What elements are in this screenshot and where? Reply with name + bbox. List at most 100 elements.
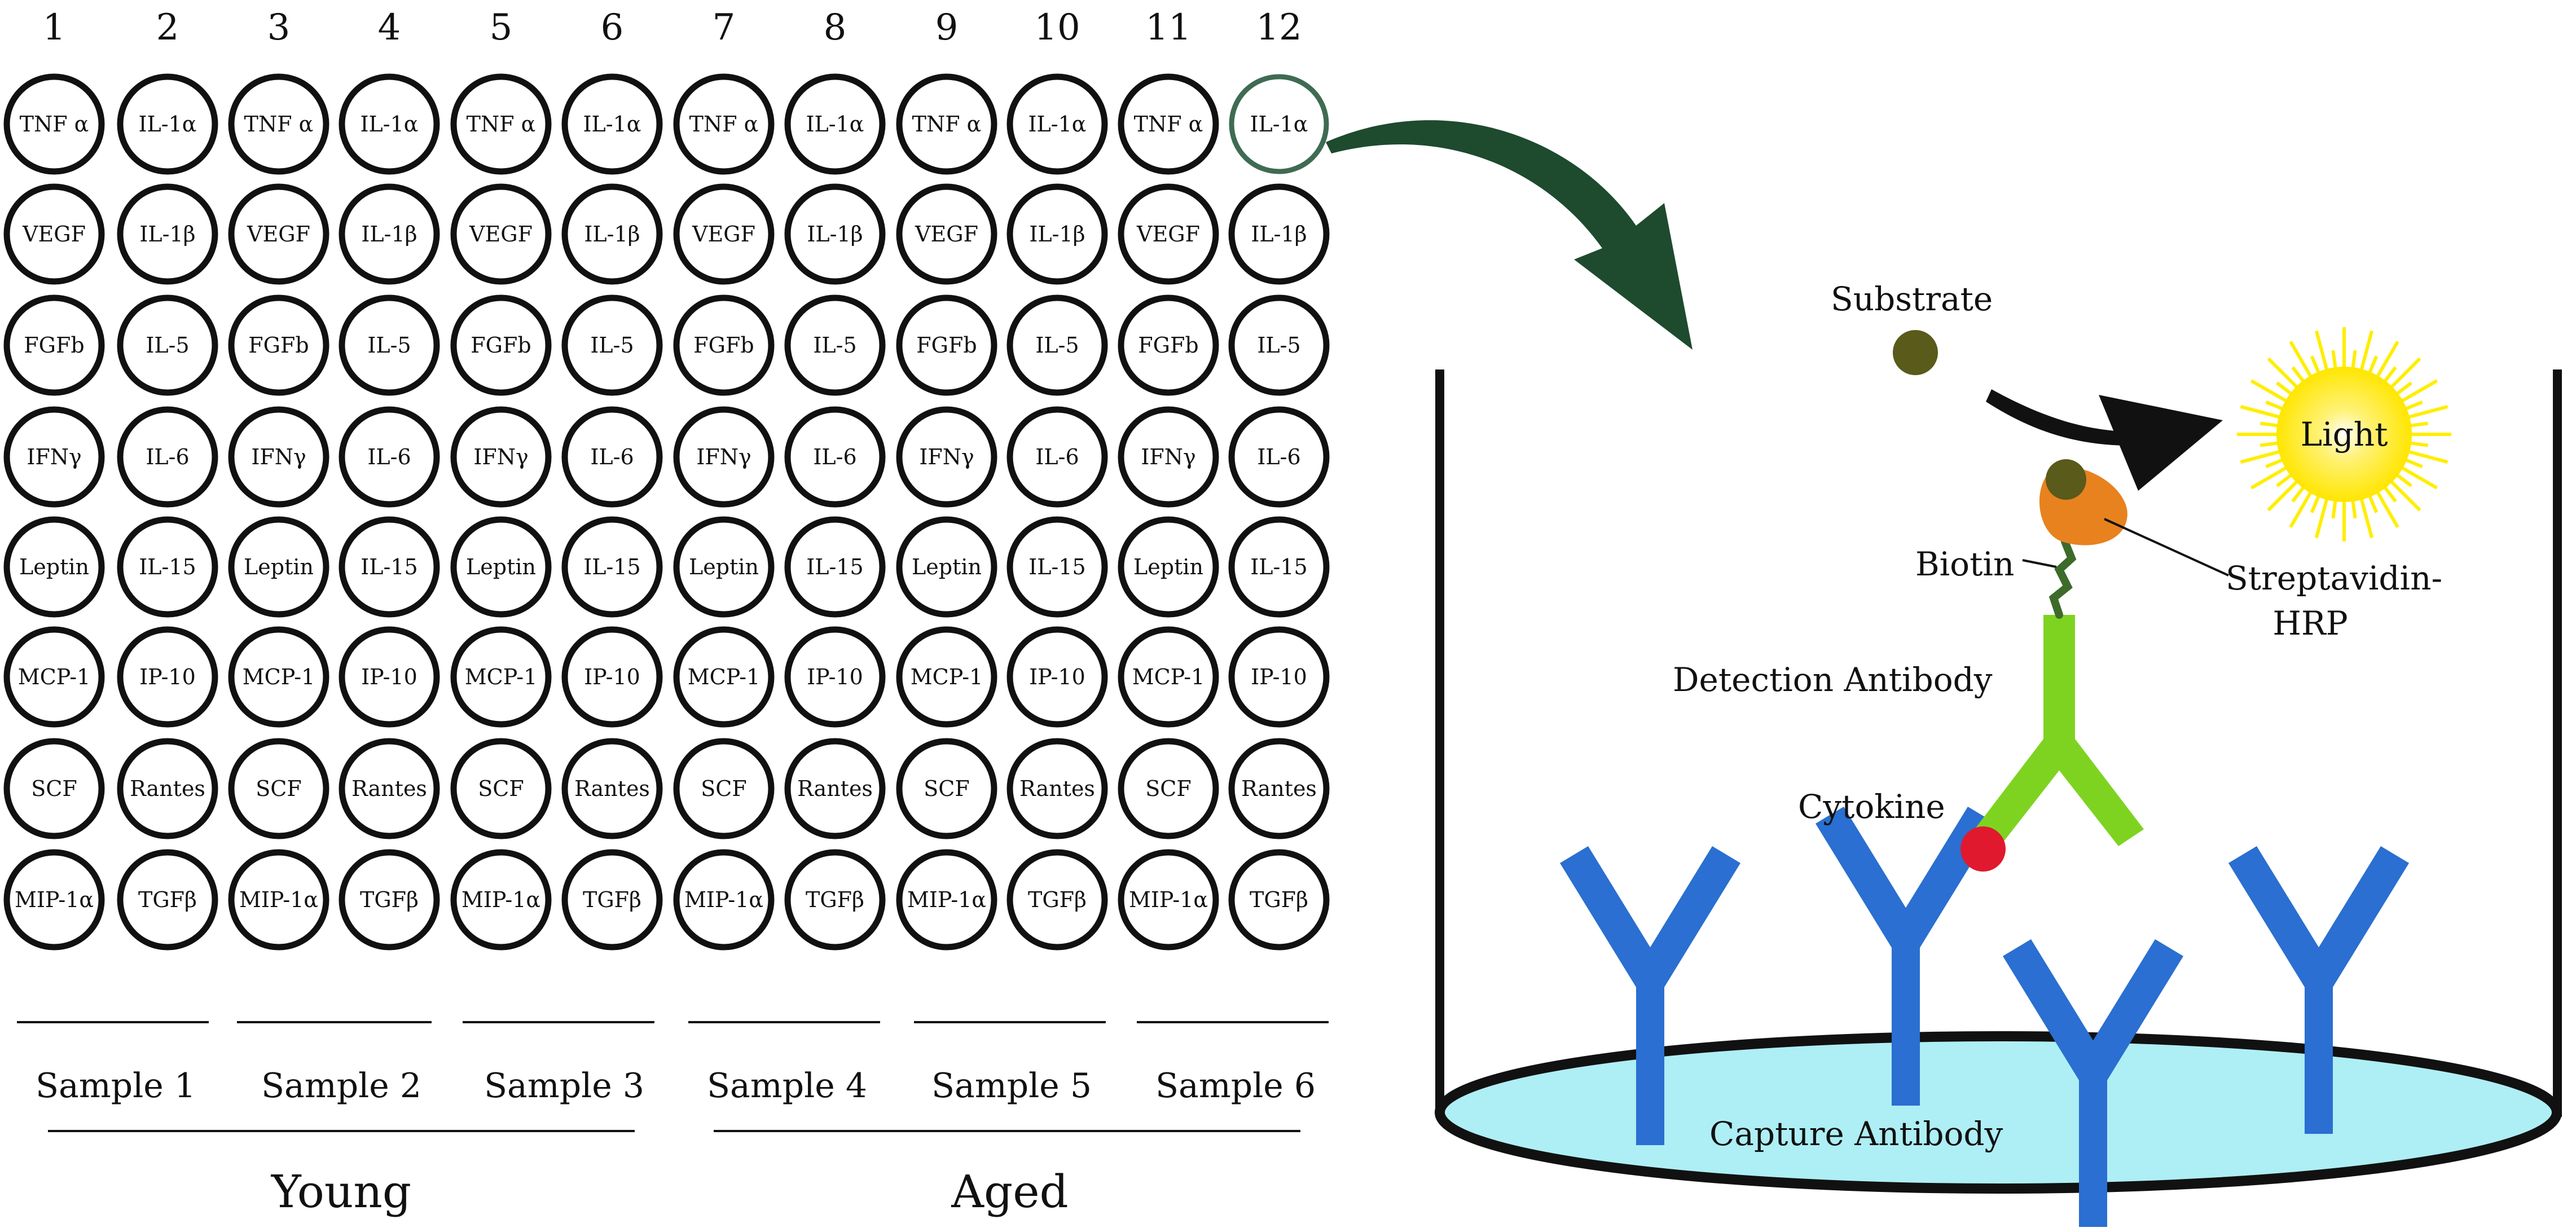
plate-well: MCP-1 <box>3 626 105 728</box>
plate-well: MIP-1α <box>3 849 105 951</box>
plate-well: IP-10 <box>784 626 886 728</box>
column-number: 5 <box>490 7 513 49</box>
well-circle <box>228 626 329 728</box>
plate-well: MIP-1α <box>228 849 329 951</box>
sample-3-label: Sample 3 <box>484 1066 644 1106</box>
well-circle <box>673 849 775 951</box>
plate-well: FGFb <box>1118 294 1219 396</box>
plate-well: IL-6 <box>339 406 440 508</box>
well-analyte-label: IL-6 <box>813 445 856 469</box>
plate-well: TNF α <box>673 73 775 175</box>
well-circle <box>450 626 552 728</box>
well-analyte-label: Leptin <box>466 555 536 579</box>
well-circle <box>1228 516 1330 618</box>
well-circle <box>339 516 440 618</box>
well-circle <box>673 183 775 285</box>
well-circle <box>1118 406 1219 508</box>
well-circle <box>1228 849 1330 951</box>
plate-well: IL-1β <box>339 183 440 285</box>
well-circle <box>896 516 997 618</box>
well-circle <box>339 406 440 508</box>
plate-well: TGFβ <box>117 849 218 951</box>
plate-well: IP-10 <box>117 626 218 728</box>
well-circle <box>1228 406 1330 508</box>
well-circle <box>1228 183 1330 285</box>
well-circle <box>450 406 552 508</box>
plate-well: IL-1α <box>117 73 218 175</box>
column-number: 3 <box>267 7 291 49</box>
column-number: 6 <box>601 7 624 49</box>
well-circle <box>1006 849 1108 951</box>
well-analyte-label: TNF α <box>912 112 982 137</box>
streptavidin-label-line2: HRP <box>2272 604 2348 643</box>
plate-well: Rantes <box>784 738 886 839</box>
well-circle <box>228 294 329 396</box>
well-analyte-label: VEGF <box>247 222 310 247</box>
well-analyte-label: IL-5 <box>367 333 411 358</box>
well-circle <box>896 626 997 728</box>
capture-antibody-4 <box>2228 846 2409 1134</box>
well-circle <box>3 183 105 285</box>
well-analyte-label: FGFb <box>916 333 977 358</box>
plate-well: IL-1β <box>1006 183 1108 285</box>
biotin-linker <box>2049 538 2077 619</box>
plate-well: IL-15 <box>117 516 218 618</box>
well-analyte-label: IL-5 <box>813 333 856 358</box>
well-analyte-label: MIP-1α <box>1129 887 1208 912</box>
plate-well: IP-10 <box>561 626 663 728</box>
column-number: 9 <box>935 7 959 49</box>
plate-well: SCF <box>450 738 552 839</box>
well-circle <box>1118 183 1219 285</box>
sample-2-label: Sample 2 <box>261 1066 421 1106</box>
plate-well: IL-5 <box>1228 294 1330 396</box>
plate-well: IL-5 <box>117 294 218 396</box>
well-circle <box>228 738 329 839</box>
aged-group-label: Aged <box>951 1165 1069 1218</box>
well-circle <box>1228 626 1330 728</box>
well-analyte-label: SCF <box>256 776 301 801</box>
streptavidin-leader <box>2104 518 2229 577</box>
plate-well: IL-1β <box>561 183 663 285</box>
well-analyte-label: IL-6 <box>1257 445 1300 469</box>
biotin-label: Biotin <box>1915 545 2014 583</box>
plate-well: IL-1β <box>784 183 886 285</box>
plate-well: IP-10 <box>1228 626 1330 728</box>
plate-well: IL-6 <box>561 406 663 508</box>
column-number: 11 <box>1145 7 1191 49</box>
plate-well: IL-5 <box>339 294 440 396</box>
well-circle <box>117 406 218 508</box>
well-analyte-label: FGFb <box>471 333 531 358</box>
well-circle <box>896 849 997 951</box>
well-analyte-label: IL-1α <box>806 112 864 137</box>
well-circle <box>117 73 218 175</box>
well-circle <box>1118 73 1219 175</box>
plate-well: SCF <box>673 738 775 839</box>
plate-well: IL-6 <box>784 406 886 508</box>
well-circle <box>673 738 775 839</box>
plate-well: IL-1α <box>561 73 663 175</box>
well-circle <box>561 294 663 396</box>
well-analyte-label: MIP-1α <box>15 887 94 912</box>
well-analyte-label: IL-6 <box>1035 445 1079 469</box>
well-circle <box>3 406 105 508</box>
well-analyte-label: IL-15 <box>806 555 863 579</box>
well-analyte-label: MIP-1α <box>461 887 540 912</box>
well-analyte-label: IL-1α <box>139 112 197 137</box>
well-analyte-label: TGFβ <box>1250 887 1308 912</box>
well-circle <box>117 294 218 396</box>
plate-well: IL-5 <box>561 294 663 396</box>
substrate-to-light-arrow <box>1986 389 2223 491</box>
elisa-well <box>1435 369 2562 1194</box>
plate-well: IP-10 <box>1006 626 1108 728</box>
well-analyte-label: TGFβ <box>360 887 419 912</box>
well-analyte-label: IP-10 <box>361 665 417 689</box>
well-circle <box>339 849 440 951</box>
streptavidin-label-line1: Streptavidin- <box>2226 559 2442 597</box>
well-analyte-label: IFNγ <box>919 445 974 469</box>
detection-antibody-label: Detection Antibody <box>1673 661 1993 699</box>
well-analyte-label: IL-15 <box>583 555 640 579</box>
well-circle <box>228 183 329 285</box>
well-circle <box>1006 626 1108 728</box>
well-circle <box>3 626 105 728</box>
